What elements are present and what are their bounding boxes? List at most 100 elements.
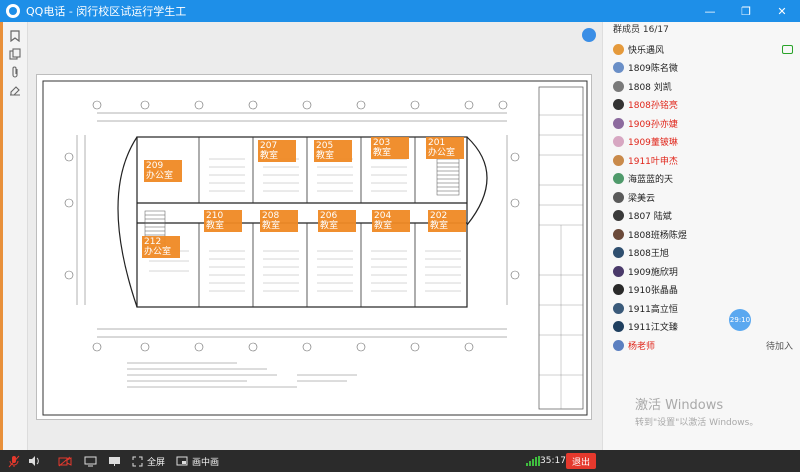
- member-name: 1911江文臻: [628, 323, 678, 333]
- avatar: [613, 99, 624, 110]
- exit-call-button[interactable]: 退出: [566, 453, 596, 469]
- avatar: [613, 117, 624, 129]
- eraser-icon[interactable]: [9, 84, 21, 96]
- member-row[interactable]: 海蓝蓝的天: [613, 170, 793, 188]
- toolstrip-accent: [0, 22, 3, 450]
- fullscreen-button[interactable]: 全屏: [132, 450, 165, 472]
- member-status: 待加入: [765, 341, 793, 352]
- watermark-title: 激活 Windows: [635, 398, 724, 413]
- member-name: 1909蕫铍琳: [628, 138, 678, 148]
- paperclip-icon[interactable]: [9, 66, 21, 78]
- copy-icon[interactable]: [9, 48, 21, 60]
- screen-share-indicator-icon: [582, 28, 596, 42]
- avatar: [613, 191, 624, 203]
- avatar: [613, 62, 624, 73]
- member-row[interactable]: 1911高立恒: [613, 299, 793, 317]
- avatar: [613, 210, 624, 221]
- pip-label: 画中画: [192, 457, 220, 468]
- member-row[interactable]: 1807 陆斌: [613, 207, 793, 225]
- fullscreen-icon: [132, 456, 143, 466]
- avatar: [613, 321, 624, 332]
- avatar: [613, 339, 624, 351]
- member-row[interactable]: 1808王旭: [613, 244, 793, 262]
- bookmark-icon[interactable]: [9, 30, 21, 42]
- member-row[interactable]: 1909蕫铍琳: [613, 133, 793, 151]
- member-row[interactable]: 1909施欣玥: [613, 262, 793, 280]
- camera-off-icon: [58, 456, 72, 466]
- member-name: 1808 刘凯: [628, 82, 672, 93]
- qq-logo-icon: [6, 4, 20, 18]
- member-name: 海蓝蓝的天: [628, 175, 674, 185]
- member-name: 杨老师: [628, 341, 656, 352]
- minimize-button[interactable]: —: [704, 4, 716, 18]
- window-title: QQ电话 - 闵行校区试运行学生工: [26, 5, 187, 18]
- member-row[interactable]: 杨老师 待加入: [613, 336, 793, 354]
- avatar: [613, 173, 624, 184]
- avatar: [613, 284, 624, 295]
- mic-muted-button[interactable]: [8, 450, 20, 472]
- signal-strength-icon: [526, 456, 540, 466]
- member-name: 快乐遇风: [628, 45, 665, 56]
- member-row[interactable]: 1911江文臻: [613, 318, 793, 336]
- avatar: [613, 80, 624, 92]
- member-row[interactable]: 1910张晶晶: [613, 281, 793, 299]
- fullscreen-label: 全屏: [147, 457, 166, 468]
- member-name: 1807 陆斌: [628, 212, 672, 222]
- member-name: 1808班杨陈煜: [628, 230, 687, 241]
- member-name: 1911高立恒: [628, 304, 678, 315]
- member-row[interactable]: 梁美云: [613, 188, 793, 206]
- avatar: [613, 43, 624, 55]
- avatar: [613, 247, 624, 258]
- floor-plan-lines: [42, 80, 588, 416]
- member-name: 1909施欣玥: [628, 267, 678, 278]
- speaking-indicator-icon: [782, 44, 793, 54]
- member-row[interactable]: 1809陈名微: [613, 59, 793, 77]
- member-name: 1808王旭: [628, 249, 669, 259]
- member-row[interactable]: 1808 刘凯: [613, 77, 793, 95]
- member-row[interactable]: 1909孙亦婕: [613, 114, 793, 132]
- present-button[interactable]: [108, 450, 121, 472]
- member-row[interactable]: 快乐遇风: [613, 40, 793, 58]
- member-row[interactable]: 1808孙铭亮: [613, 96, 793, 114]
- mic-muted-icon: [8, 455, 20, 467]
- window-controls: — ❐ ✕: [692, 0, 800, 22]
- call-duration-bubble: 29:10: [729, 309, 751, 331]
- title-bar: QQ电话 - 闵行校区试运行学生工 — ❐ ✕: [0, 0, 800, 22]
- avatar: [613, 154, 624, 166]
- close-button[interactable]: ✕: [777, 4, 787, 18]
- maximize-button[interactable]: ❐: [741, 4, 751, 18]
- screen-share-button[interactable]: [84, 450, 97, 472]
- picture-in-picture-button[interactable]: 画中画: [176, 450, 219, 472]
- windows-activation-watermark: 激活 Windows 转到"设置"以激活 Windows。: [635, 394, 758, 428]
- signal-strength: [526, 450, 540, 472]
- member-row[interactable]: 1911叶申杰: [613, 151, 793, 169]
- call-timer: 35:17: [540, 456, 566, 466]
- annotation-toolstrip: [0, 22, 28, 450]
- avatar: [613, 136, 624, 147]
- member-row[interactable]: 1808班杨陈煜: [613, 225, 793, 243]
- speaker-button[interactable]: [28, 450, 40, 472]
- member-count-header: 群成员 16/17: [613, 25, 669, 35]
- call-control-bar: 全屏 画中画 35:17 退出: [0, 450, 800, 472]
- avatar: [613, 228, 624, 240]
- member-name: 1809陈名微: [628, 64, 678, 74]
- present-icon: [109, 456, 120, 466]
- member-name: 1910张晶晶: [628, 286, 678, 296]
- screen-share-icon: [84, 456, 97, 466]
- speaker-icon: [29, 456, 39, 466]
- camera-off-button[interactable]: [58, 450, 72, 472]
